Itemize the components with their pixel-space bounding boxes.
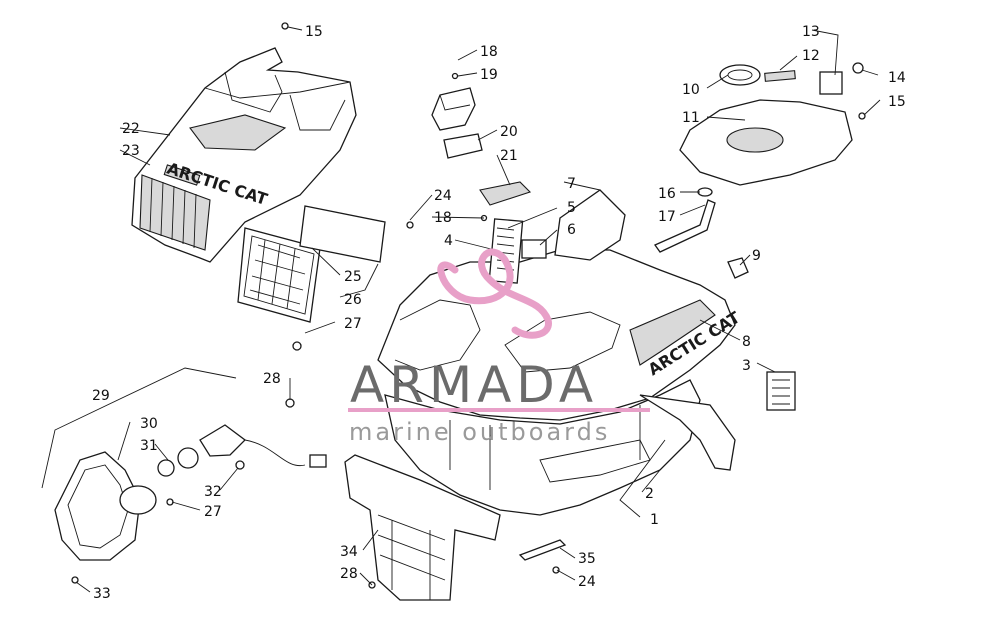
headlight-assembly xyxy=(41,367,327,561)
right-side-parts xyxy=(727,257,796,411)
fasteners xyxy=(71,22,560,589)
callout-1: 1 xyxy=(650,512,659,528)
front-hood-part: ARCTIC CAT xyxy=(131,47,357,263)
callout-10: 10 xyxy=(682,82,700,98)
callout-23: 23 xyxy=(122,143,140,159)
callout-28a: 28 xyxy=(263,371,281,387)
callout-19: 19 xyxy=(480,67,498,83)
center-labels xyxy=(488,189,626,284)
watermark-underline xyxy=(348,408,650,412)
callout-17: 17 xyxy=(658,209,676,225)
callout-26: 26 xyxy=(344,292,362,308)
center-cap-parts xyxy=(431,72,532,206)
callout-7: 7 xyxy=(567,176,576,192)
main-fender-part: ARCTIC CAT xyxy=(377,249,743,516)
callout-12: 12 xyxy=(802,48,820,64)
watermark-brand-text: ARMADA xyxy=(350,356,598,414)
front-bumper-part xyxy=(344,454,501,601)
storage-grid-part xyxy=(237,205,386,323)
hood-grille xyxy=(139,174,211,251)
callout-2: 2 xyxy=(645,486,654,502)
callout-24a: 24 xyxy=(434,188,452,204)
callout-21: 21 xyxy=(500,148,518,164)
callout-27b: 27 xyxy=(204,504,222,520)
callout-6: 6 xyxy=(567,222,576,238)
callout-9: 9 xyxy=(752,248,761,264)
callout-15a: 15 xyxy=(305,24,323,40)
callout-14: 14 xyxy=(888,70,906,86)
callout-32: 32 xyxy=(204,484,222,500)
leader-lines xyxy=(75,26,881,593)
rear-cover-part xyxy=(679,62,866,186)
callout-27a: 27 xyxy=(344,316,362,332)
callout-labels: 1 2 3 4 5 6 7 8 9 10 11 12 13 14 15 15 1… xyxy=(92,24,906,602)
callout-5: 5 xyxy=(567,200,576,216)
callout-18a: 18 xyxy=(480,44,498,60)
watermark-tagline-text: marine outboards xyxy=(349,418,610,446)
callout-13: 13 xyxy=(802,24,820,40)
callout-15b: 15 xyxy=(888,94,906,110)
callout-4: 4 xyxy=(444,233,453,249)
callout-25: 25 xyxy=(344,269,362,285)
callout-3: 3 xyxy=(742,358,751,374)
callout-16: 16 xyxy=(658,186,676,202)
callout-29: 29 xyxy=(92,388,110,404)
callout-8: 8 xyxy=(742,334,751,350)
callout-35: 35 xyxy=(578,551,596,567)
watermark-logo-icon xyxy=(437,248,552,339)
callout-20: 20 xyxy=(500,124,518,140)
callout-34: 34 xyxy=(340,544,358,560)
callout-18b: 18 xyxy=(434,210,452,226)
callout-31: 31 xyxy=(140,438,158,454)
callout-24b: 24 xyxy=(578,574,596,590)
callout-11: 11 xyxy=(682,110,700,126)
callout-28b: 28 xyxy=(340,566,358,582)
small-strip-part xyxy=(518,539,567,561)
callout-30: 30 xyxy=(140,416,158,432)
callout-22: 22 xyxy=(122,121,140,137)
watermark: ARMADA marine outboards xyxy=(348,248,650,446)
callout-33: 33 xyxy=(93,586,111,602)
